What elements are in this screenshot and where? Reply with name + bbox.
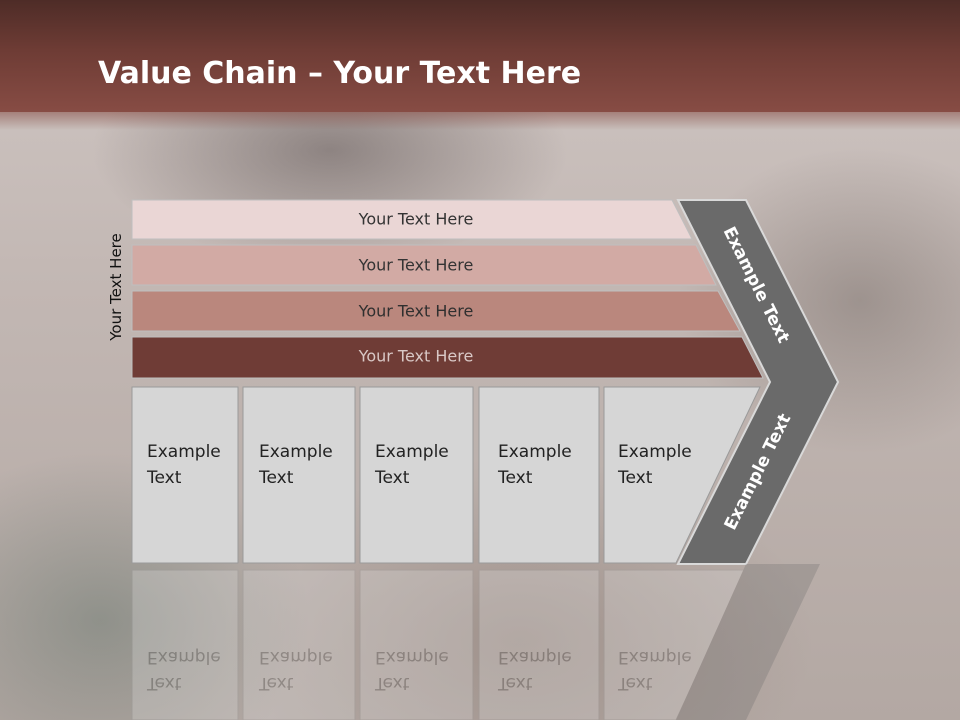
column-5-line1: Example — [618, 442, 692, 462]
column-3-line2: Text — [375, 468, 410, 488]
slide-title: Value Chain – Your Text Here — [98, 54, 581, 94]
band-2 — [131, 244, 717, 286]
column-5-line2: Text — [618, 468, 653, 488]
column-3-line1: Example — [375, 442, 449, 462]
column-4-line2: Text — [498, 468, 533, 488]
column-2-line2: Text — [259, 468, 294, 488]
column-4-text: Example Text — [498, 439, 572, 491]
column-4 — [478, 386, 600, 564]
slide-title-rest: – Your Text Here — [297, 56, 582, 91]
band-3 — [131, 290, 741, 332]
column-3 — [359, 386, 474, 564]
band-4 — [131, 336, 764, 379]
column-3-text: Example Text — [375, 439, 449, 491]
column-1-line1: Example — [147, 442, 221, 462]
band-2-label: Your Text Here — [358, 256, 474, 275]
column-1-text: Example Text — [147, 439, 221, 491]
column-2-text: Example Text — [259, 439, 333, 491]
column-4-line1: Example — [498, 442, 572, 462]
title-banner — [0, 0, 960, 112]
column-2 — [242, 386, 356, 564]
band-1-label: Your Text Here — [358, 210, 474, 229]
slide-title-bold: Value Chain — [98, 56, 298, 91]
title-banner-fade — [0, 112, 960, 130]
chevron-arrow — [676, 199, 840, 565]
column-1-line2: Text — [147, 468, 182, 488]
column-5 — [603, 386, 761, 564]
column-2-line1: Example — [259, 442, 333, 462]
column-1 — [131, 386, 239, 564]
band-3-label: Your Text Here — [358, 302, 474, 321]
column-5-text: Example Text — [618, 439, 692, 491]
band-4-label: Your Text Here — [358, 347, 474, 366]
band-1 — [131, 199, 693, 240]
